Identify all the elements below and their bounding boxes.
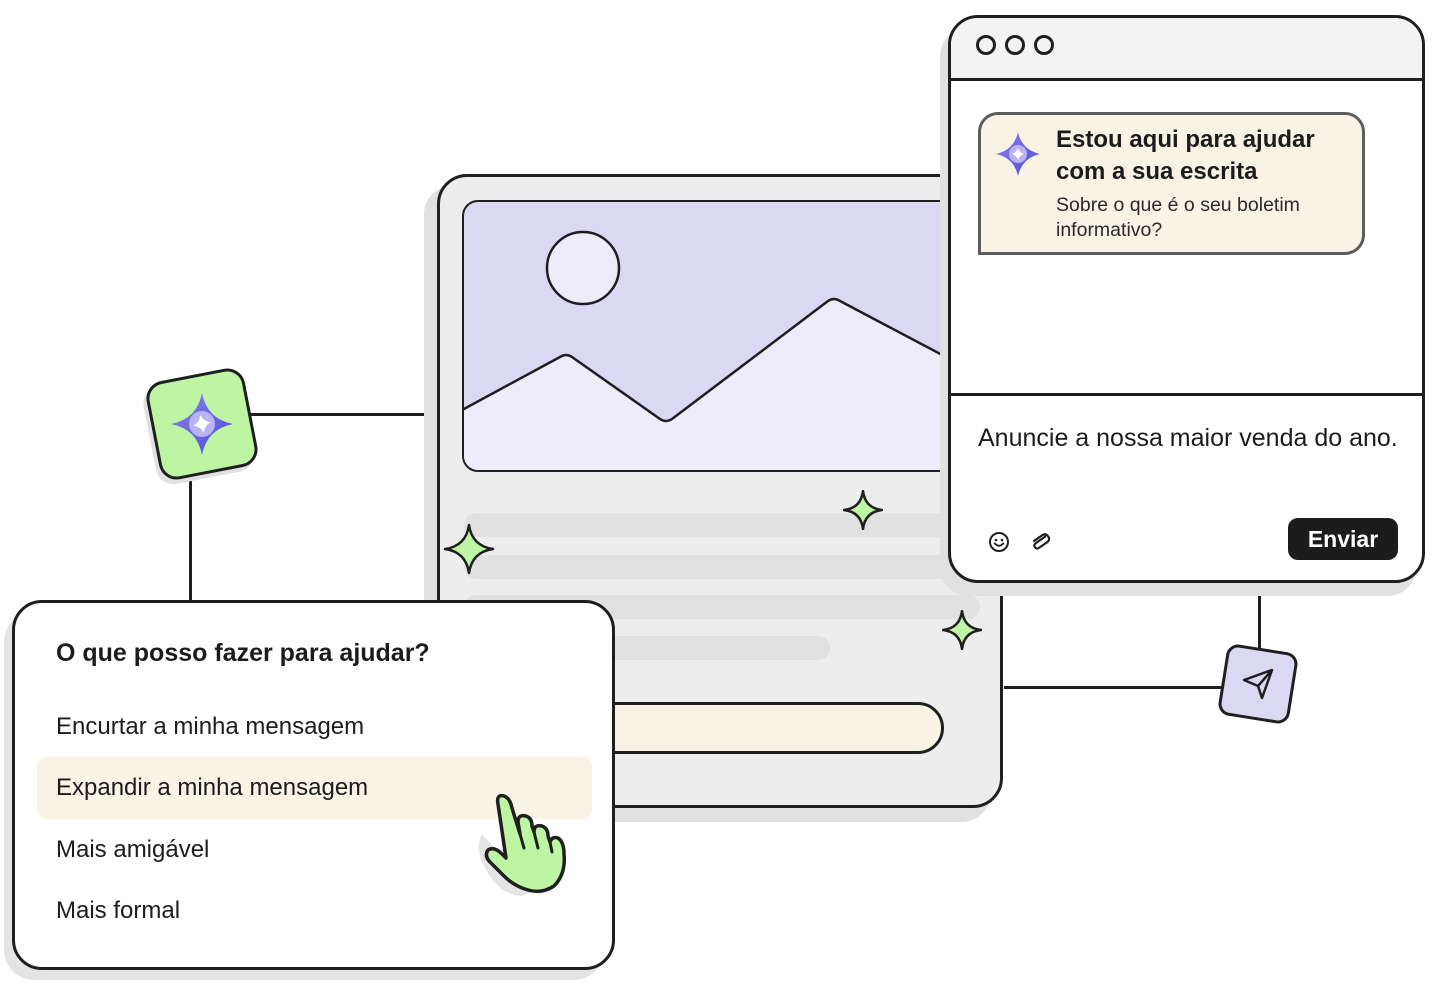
text-skeleton-line [464, 555, 954, 579]
window-dot[interactable] [1034, 35, 1054, 55]
composer-divider [951, 393, 1422, 396]
writing-help-menu: O que posso fazer para ajudar? Encurtar … [12, 600, 615, 970]
ai-sparkle-icon [996, 132, 1040, 176]
menu-title: O que posso fazer para ajudar? [56, 639, 430, 667]
text-skeleton-line [464, 513, 954, 537]
sparkle-icon [942, 610, 982, 650]
sparkle-icon [443, 523, 495, 575]
smiley-icon [989, 532, 1009, 552]
image-placeholder [462, 200, 982, 472]
menu-item-formal[interactable]: Mais formal [56, 897, 181, 924]
window-dot[interactable] [976, 35, 996, 55]
send-paper-plane-icon [1242, 668, 1274, 700]
window-titlebar [951, 18, 1422, 81]
menu-item-friendlier[interactable]: Mais amigável [56, 836, 210, 863]
connector-line [250, 413, 440, 416]
pointing-hand-cursor-icon [478, 793, 567, 896]
connector-line [1004, 686, 1226, 689]
window-dot[interactable] [1005, 35, 1025, 55]
send-badge [1216, 642, 1300, 726]
attach-button[interactable] [1028, 530, 1052, 554]
connector-line [189, 474, 192, 604]
ai-sparkle-icon [171, 393, 233, 455]
menu-item-shorten[interactable]: Encurtar a minha mensagem [56, 713, 365, 740]
landscape-image-icon [464, 230, 980, 470]
paperclip-icon [1032, 533, 1051, 550]
assistant-message-title: Estou aqui para ajudar com a sua escrita [1056, 126, 1315, 185]
emoji-button[interactable] [987, 530, 1011, 554]
send-button[interactable]: Enviar [1288, 518, 1398, 560]
ai-assistant-badge [143, 365, 261, 483]
message-input[interactable]: Anuncie a nossa maior venda do ano. [978, 424, 1398, 452]
connector-line [1258, 580, 1261, 652]
assistant-message-subtitle: Sobre o que é o seu boletim informativo? [1056, 194, 1300, 241]
assistant-message-bubble: Estou aqui para ajudar com a sua escrita… [978, 112, 1365, 255]
sparkle-icon [843, 490, 883, 530]
cta-button-placeholder [560, 702, 944, 754]
ai-chat-window: Estou aqui para ajudar com a sua escrita… [948, 15, 1425, 583]
